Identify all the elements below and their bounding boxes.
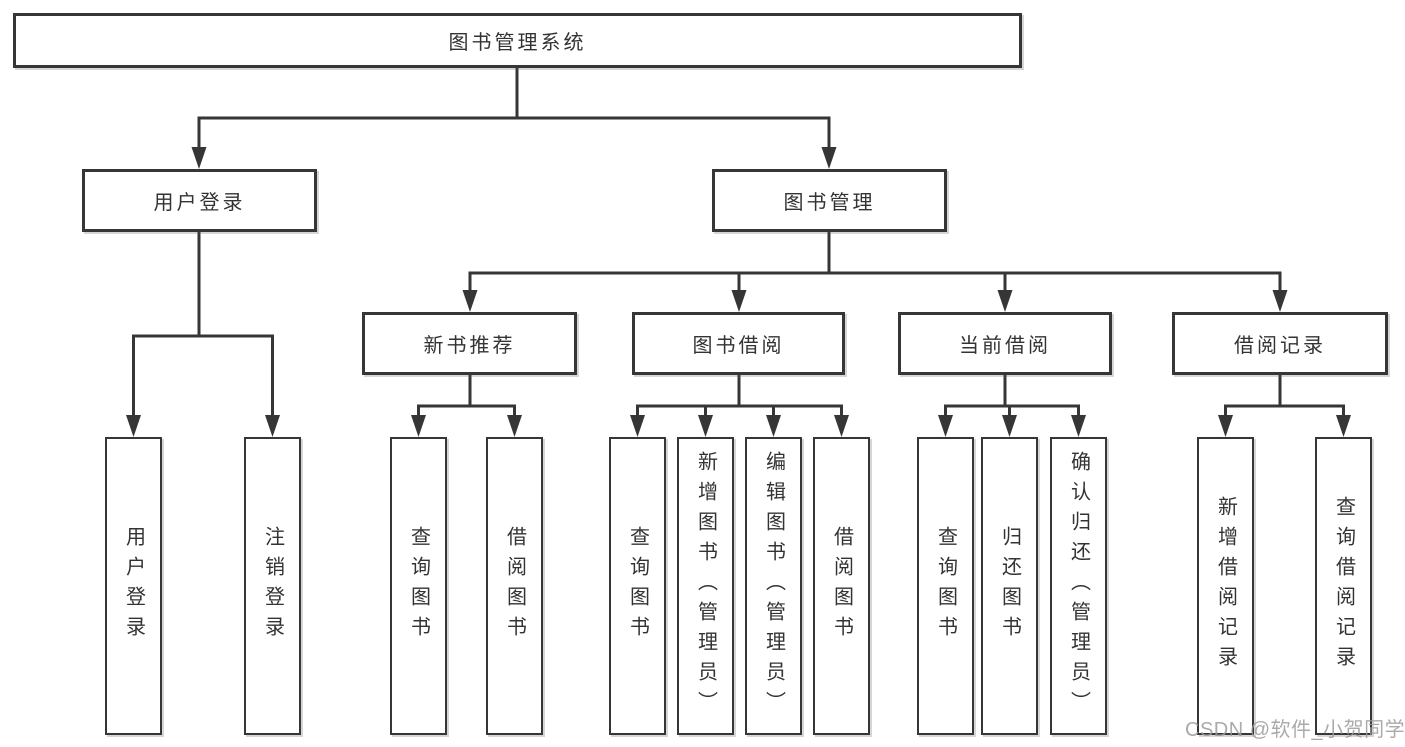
leaf-edit-book-admin-label: 编辑图书（管理员） <box>762 451 785 721</box>
leaf-logout: 注销登录 <box>244 437 301 735</box>
leaf-query-books-current: 查询图书 <box>917 437 974 735</box>
node-new-book-recommend: 新书推荐 <box>362 312 577 375</box>
node-book-borrowing: 图书借阅 <box>632 312 845 375</box>
leaf-add-book-admin-label: 新增图书（管理员） <box>694 451 717 721</box>
node-current-borrowing: 当前借阅 <box>898 312 1112 375</box>
leaf-query-books-borrowing-label: 查询图书 <box>626 526 649 646</box>
leaf-confirm-return-admin-label: 确认归还（管理员） <box>1067 451 1090 721</box>
node-book-management-label: 图书管理 <box>783 192 876 214</box>
leaf-query-books-borrowing: 查询图书 <box>609 437 666 735</box>
watermark: CSDN @软件_小贺同学 <box>1185 719 1405 741</box>
leaf-query-books-recommend-label: 查询图书 <box>407 526 430 646</box>
leaf-return-books: 归还图书 <box>981 437 1038 735</box>
leaf-borrow-books-recommend: 借阅图书 <box>486 437 543 735</box>
leaf-borrow-books-borrowing-label: 借阅图书 <box>830 526 853 646</box>
leaf-borrow-books-borrowing: 借阅图书 <box>813 437 870 735</box>
node-root: 图书管理系统 <box>13 13 1022 68</box>
leaf-add-borrow-record-label: 新增借阅记录 <box>1214 496 1237 676</box>
node-current-borrowing-label: 当前借阅 <box>959 335 1051 357</box>
leaf-user-login-label: 用户登录 <box>122 526 145 646</box>
leaf-query-books-recommend: 查询图书 <box>390 437 447 735</box>
node-user-login-label: 用户登录 <box>153 192 246 214</box>
leaf-logout-label: 注销登录 <box>261 526 284 646</box>
leaf-user-login: 用户登录 <box>105 437 162 735</box>
leaf-query-books-current-label: 查询图书 <box>934 526 957 646</box>
leaf-add-book-admin: 新增图书（管理员） <box>677 437 734 735</box>
leaf-add-borrow-record: 新增借阅记录 <box>1197 437 1254 735</box>
leaf-confirm-return-admin: 确认归还（管理员） <box>1050 437 1107 735</box>
leaf-return-books-label: 归还图书 <box>998 526 1021 646</box>
node-user-login: 用户登录 <box>82 169 317 232</box>
node-book-borrowing-label: 图书借阅 <box>692 335 785 357</box>
node-book-management: 图书管理 <box>712 169 947 232</box>
node-root-label: 图书管理系统 <box>448 32 587 54</box>
leaf-borrow-books-recommend-label: 借阅图书 <box>503 526 526 646</box>
node-borrowing-records-label: 借阅记录 <box>1234 335 1326 357</box>
leaf-edit-book-admin: 编辑图书（管理员） <box>745 437 802 735</box>
node-borrowing-records: 借阅记录 <box>1172 312 1388 375</box>
node-new-book-recommend-label: 新书推荐 <box>423 335 516 357</box>
leaf-query-borrow-record-label: 查询借阅记录 <box>1332 496 1355 676</box>
leaf-query-borrow-record: 查询借阅记录 <box>1315 437 1372 735</box>
